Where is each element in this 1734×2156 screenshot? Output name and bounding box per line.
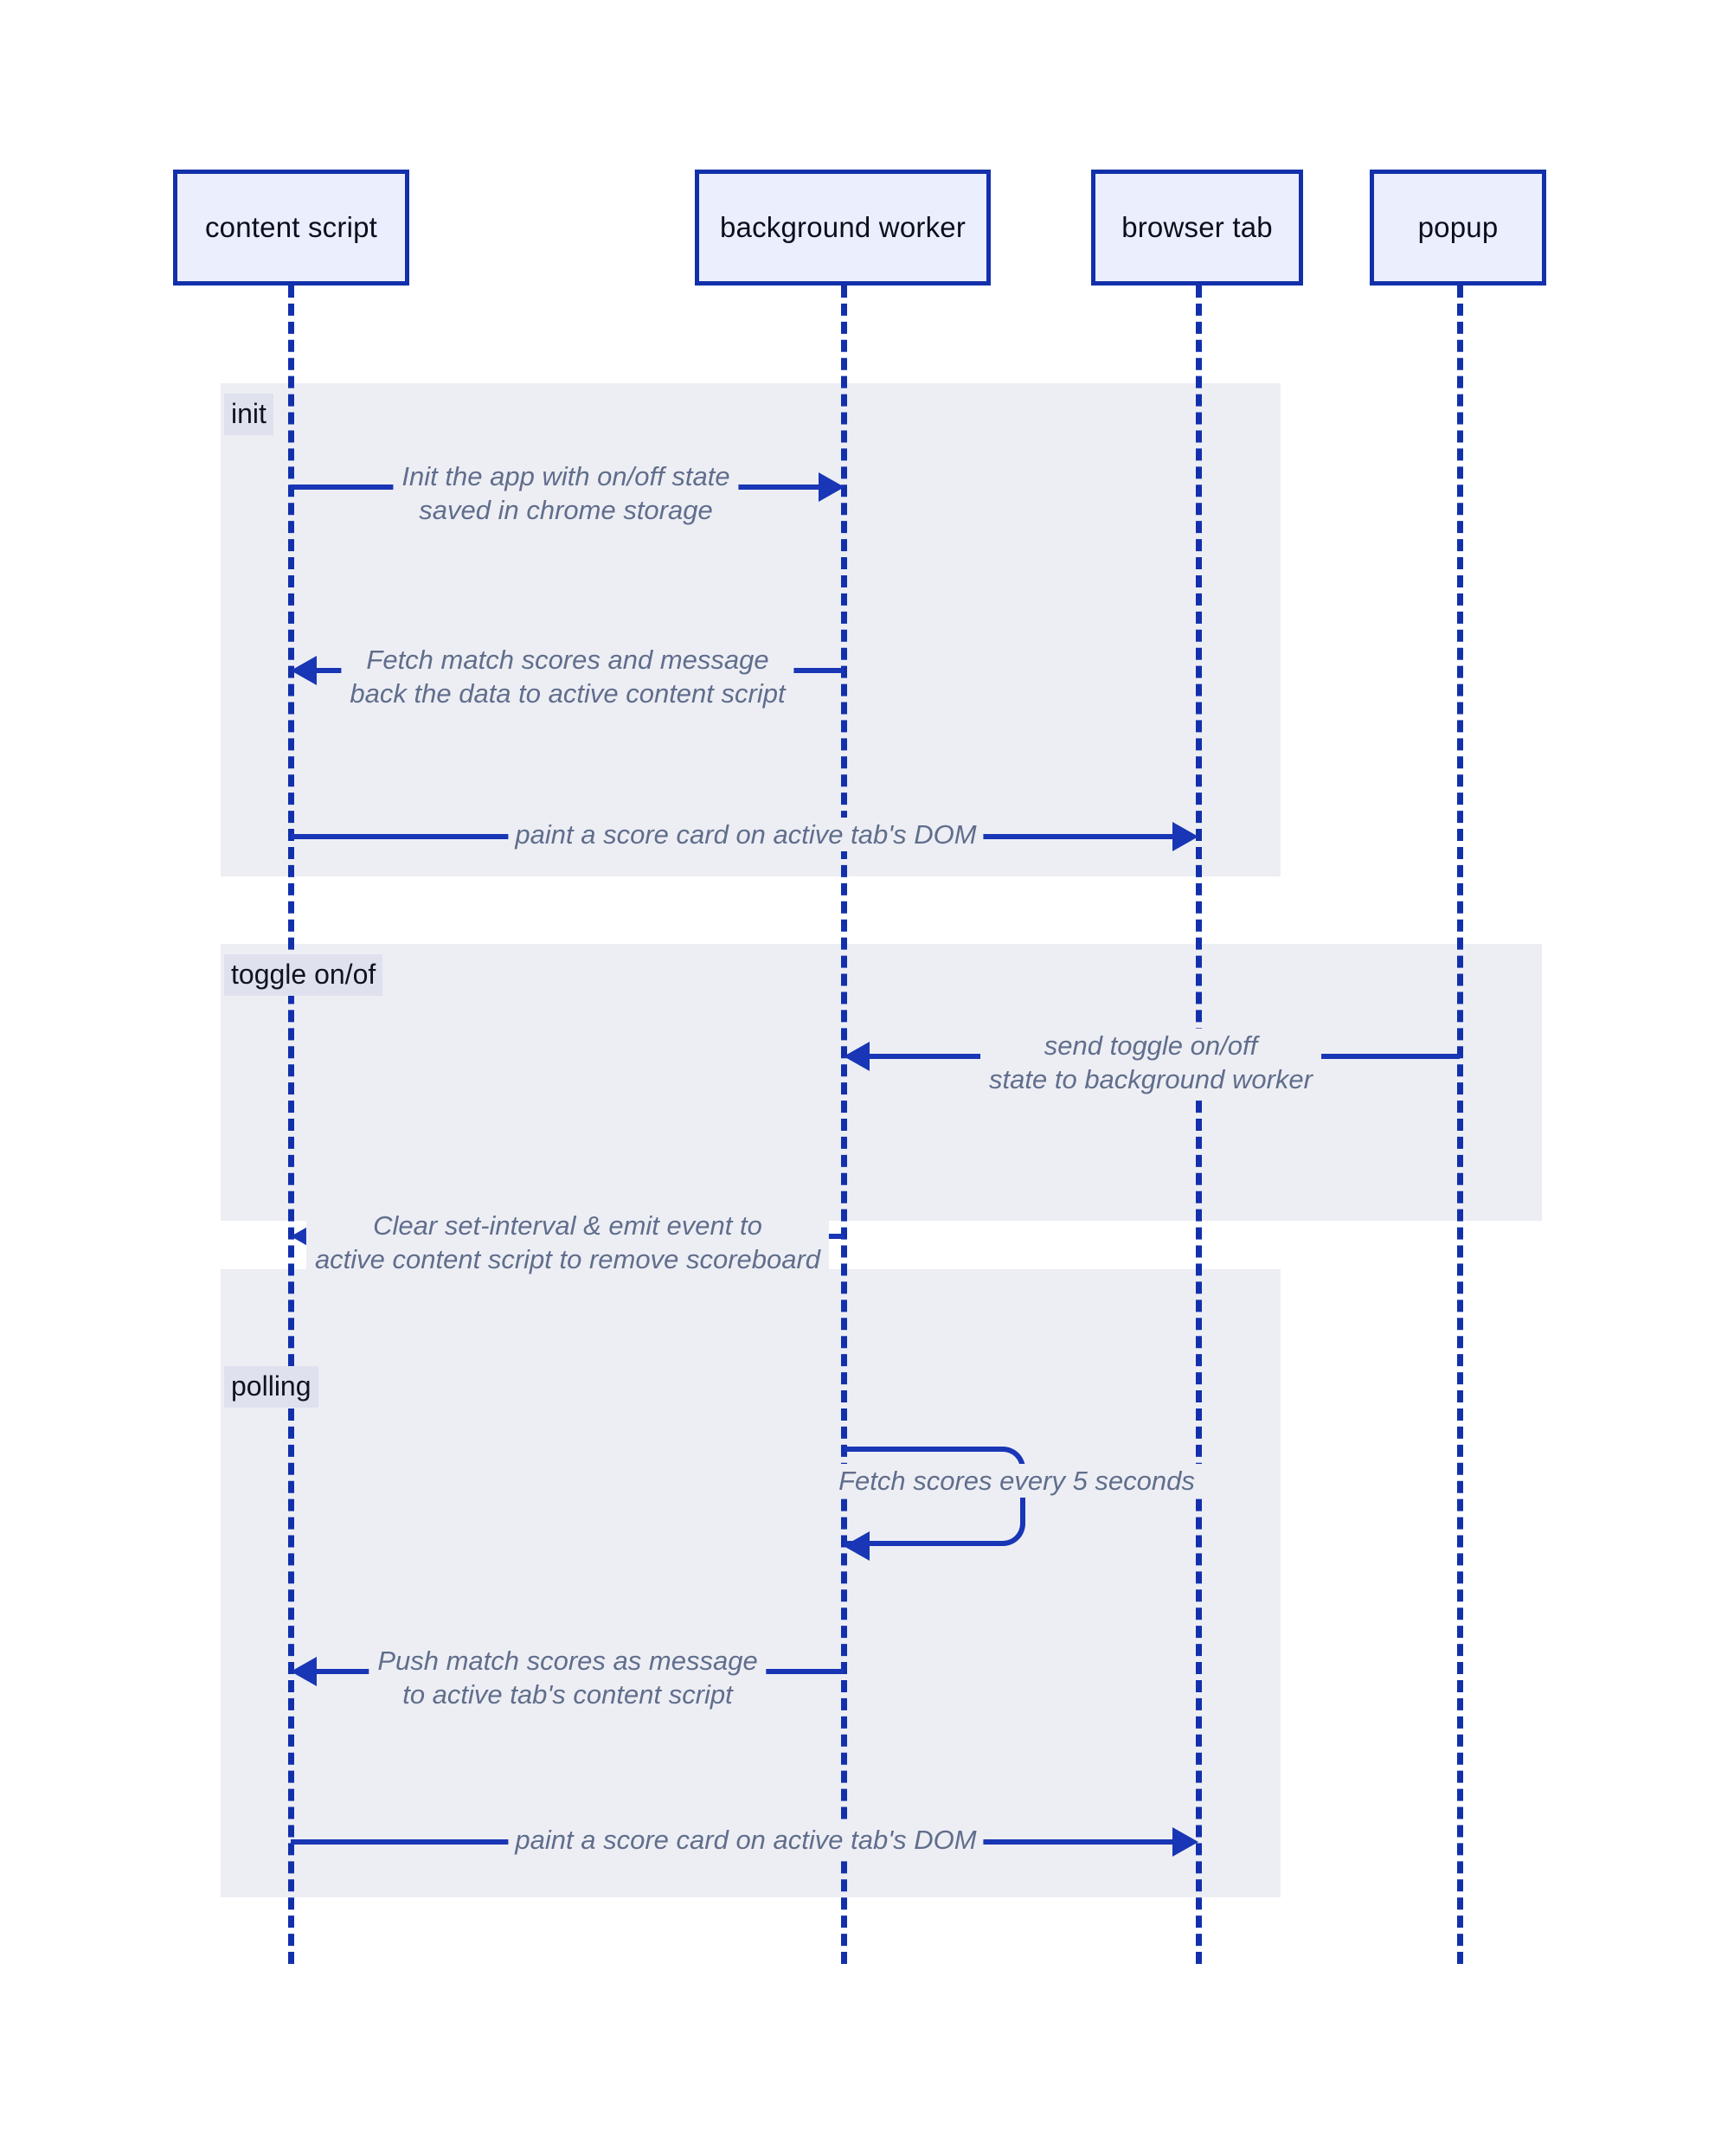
message-label-clear-set-interval: Clear set-interval & emit event to activ… [305,1209,830,1277]
lifeline-popup [1457,286,1463,1964]
arrowhead-paint-score-card-init [1172,822,1198,851]
message-label-init-app: Init the app with on/off state saved in … [393,459,739,528]
participant-background-worker[interactable]: background worker [695,170,991,286]
arrowhead-fetch-match-scores [291,656,317,685]
fragment-label-toggle: toggle on/of [224,954,383,996]
message-label-fetch-scores-self: Fetch scores every 5 seconds [832,1464,1202,1498]
fragment-init [221,383,1281,876]
message-label-push-match-scores: Push match scores as message to active t… [369,1644,767,1712]
message-label-send-toggle-state: send toggle on/off state to background w… [980,1029,1321,1097]
lifeline-browser-tab [1196,286,1202,1964]
arrowhead-send-toggle-state [844,1042,870,1071]
message-label-fetch-match-scores: Fetch match scores and message back the … [341,643,794,711]
arrowhead-fetch-scores-self [844,1531,870,1561]
arrowhead-init-app [819,472,845,502]
lifeline-background-worker [841,286,847,1964]
fragment-polling [221,1269,1281,1897]
fragment-label-polling: polling [224,1366,318,1408]
arrowhead-paint-score-card-polling [1172,1827,1198,1857]
participant-popup[interactable]: popup [1370,170,1546,286]
lifeline-content-script [288,286,294,1964]
fragment-label-init: init [224,394,273,435]
participant-label: content script [204,211,378,243]
participant-label: background worker [719,211,967,243]
message-label-paint-score-card-init: paint a score card on active tab's DOM [508,818,984,852]
participant-label: popup [1417,211,1499,243]
arrowhead-push-match-scores [291,1657,317,1686]
fragment-toggle [221,944,1542,1221]
participant-browser-tab[interactable]: browser tab [1091,170,1303,286]
participant-content-script[interactable]: content script [173,170,409,286]
participant-label: browser tab [1121,211,1273,243]
message-label-paint-score-card-polling: paint a score card on active tab's DOM [508,1823,984,1858]
